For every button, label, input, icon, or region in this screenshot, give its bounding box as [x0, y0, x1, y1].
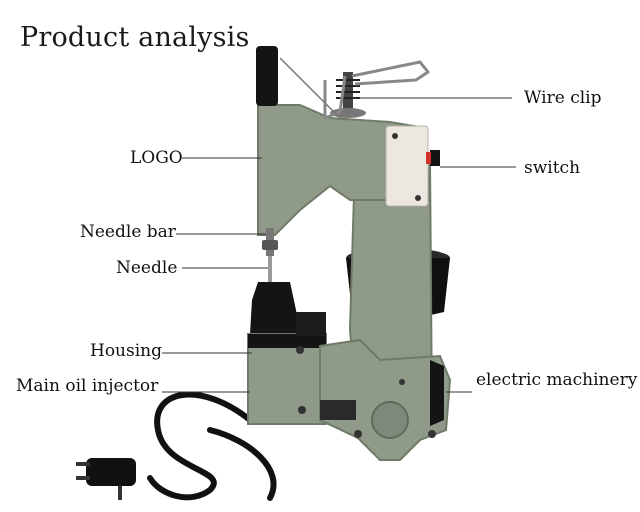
power-cable	[147, 391, 253, 501]
switch-toggle	[430, 150, 440, 166]
switch-plate	[385, 125, 429, 207]
needle	[268, 256, 272, 282]
label-needle: Needle	[116, 258, 178, 278]
leader-lines	[162, 97, 516, 393]
label-electric-machinery: electric machinery	[476, 370, 638, 390]
label-switch: switch	[524, 158, 581, 178]
top-cap	[256, 46, 278, 106]
power-plug	[76, 458, 136, 500]
thread-wire	[279, 57, 341, 119]
power-cable-loop	[207, 427, 277, 501]
motor-side-ridges	[430, 360, 444, 426]
label-needle-bar: Needle bar	[80, 222, 176, 242]
label-logo: LOGO	[130, 148, 183, 168]
presser-foot	[250, 282, 300, 334]
label-wire-clip: Wire clip	[524, 88, 602, 108]
wire-clip	[323, 60, 430, 120]
motor-cover	[371, 401, 409, 439]
thread-tension-spring	[330, 72, 366, 118]
diagram-title: Product analysis	[20, 22, 250, 53]
housing	[247, 333, 327, 425]
label-housing: Housing	[90, 341, 163, 361]
label-main-oil-injector: Main oil injector	[16, 376, 159, 396]
